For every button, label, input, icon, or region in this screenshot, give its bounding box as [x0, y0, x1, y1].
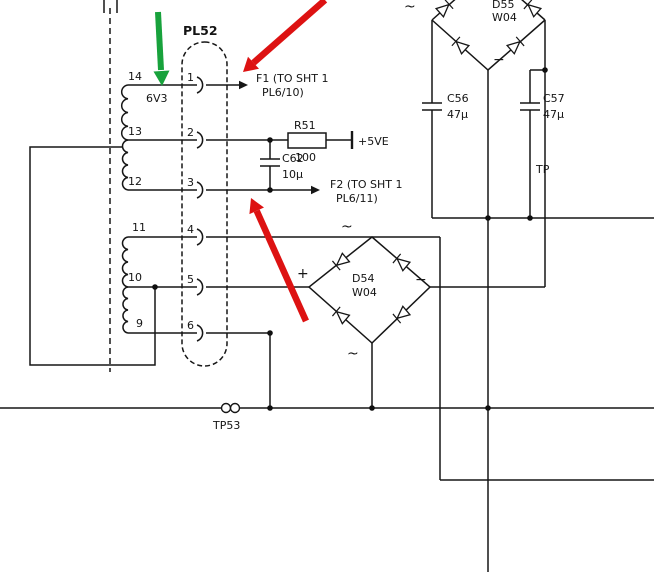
c56-ref-label: C56: [447, 92, 469, 105]
pin-number-5: 5: [187, 273, 194, 286]
red-arrow-annotation-bottom: [249, 198, 309, 323]
green-arrowhead-icon: [153, 70, 170, 86]
green-arrow-annotation: [153, 11, 170, 86]
green-arrow-shaft: [155, 11, 164, 71]
winding-voltage-label: 6V3: [146, 92, 168, 105]
pin-number-6: 6: [187, 319, 194, 332]
junction-dot: [267, 405, 273, 411]
arrowhead-f2-icon: [311, 185, 320, 195]
f1-label-line1: F1 (TO SHT 1: [256, 72, 328, 85]
winding-coil: [122, 286, 129, 334]
f2-label-line2: PL6/11): [336, 192, 378, 205]
tp53-label: TP53: [212, 419, 240, 432]
signal-lines: F1 (TO SHT 1 PL6/10) R51 100 +5VE C62 10…: [206, 72, 440, 408]
junction-dot: [267, 330, 273, 336]
arrowhead-f1-icon: [239, 80, 248, 90]
tap-number-10: 10: [128, 271, 142, 284]
d55-ac-label: ~: [404, 0, 416, 15]
junction-dot: [485, 215, 491, 221]
rail-label: +5VE: [358, 135, 389, 148]
d54-plus-label: +: [297, 266, 309, 282]
d55-lower-edges: [431, 19, 546, 72]
winding-coil: [121, 139, 129, 191]
bridge-rectifier-d54: D54 W04 + − ~ ~: [297, 219, 432, 408]
c57-ref-label: C57: [543, 92, 565, 105]
capacitor-c56: C56 47µ: [422, 20, 469, 218]
tp-partial-label: TP: [535, 163, 550, 176]
d54-minus-label: −: [415, 272, 427, 288]
connector-label: PL52: [183, 23, 218, 38]
pin-symbol-2: [196, 131, 204, 149]
junction-dot: [267, 137, 273, 143]
junction-dot: [369, 405, 375, 411]
tap-number-9: 9: [136, 317, 143, 330]
pin-symbol-4: [196, 228, 204, 246]
d55-minus-label: −: [493, 52, 505, 68]
diode-icon: [331, 252, 351, 271]
red-arrowhead-icon: [243, 56, 259, 72]
pin-symbol-5: [196, 278, 204, 296]
tp53-circle-icon: [229, 402, 241, 414]
junction-dot: [152, 284, 158, 290]
pin-number-2: 2: [187, 126, 194, 139]
junction-dot: [542, 67, 548, 73]
tap-number-12: 12: [128, 175, 142, 188]
d55-type-label: W04: [492, 11, 517, 24]
red-arrowhead-icon: [249, 198, 264, 215]
c62-ref-label: C62: [282, 152, 304, 165]
pin-number-1: 1: [187, 71, 194, 84]
tap-number-14: 14: [128, 70, 142, 83]
junction-dot: [527, 215, 533, 221]
d54-ref-label: D54: [352, 272, 374, 285]
bridge-rectifier-d55: D55 W04 − ~: [404, 0, 546, 72]
connector-outline: [181, 41, 228, 367]
winding-coil: [120, 84, 129, 141]
f2-label-line1: F2 (TO SHT 1: [330, 178, 402, 191]
pin-symbol-1: [196, 76, 204, 94]
r51-value-label: 100: [295, 151, 316, 164]
c57-value-label: 47µ: [543, 108, 564, 121]
junction-dot: [267, 187, 273, 193]
connector-pl52: PL52 1 2 3 4 5 6: [181, 23, 228, 367]
tap-number-13: 13: [128, 125, 142, 138]
d54-ac-bottom-label: ~: [347, 346, 359, 362]
red-arrow-annotation-top: [243, 0, 328, 72]
testpoint-tp53: TP53: [212, 402, 241, 432]
red-arrow-shaft: [251, 0, 328, 66]
d54-ac-top-label: ~: [341, 219, 353, 235]
r51-ref-label: R51: [294, 119, 316, 132]
junction-dots: [152, 67, 548, 411]
c62-value-label: 10µ: [282, 168, 303, 181]
annotations: [153, 0, 328, 323]
pin-symbol-3: [196, 181, 204, 199]
tap-number-11: 11: [132, 221, 146, 234]
f1-label-line2: PL6/10): [262, 86, 304, 99]
rail-wires: TP: [0, 20, 654, 572]
red-arrow-shaft: [253, 209, 309, 323]
pin-number-4: 4: [187, 223, 194, 236]
tp53-circle-icon: [220, 402, 232, 414]
pin-number-3: 3: [187, 176, 194, 189]
pin-symbol-6: [196, 324, 204, 342]
transformer: 14 13 12 11 10 9 6V3: [29, 0, 197, 372]
d55-ref-label: D55: [492, 0, 514, 11]
winding-coil: [121, 236, 129, 288]
capacitor-c57: C57 47µ: [520, 69, 565, 218]
c56-value-label: 47µ: [447, 108, 468, 121]
resistor-r51-symbol: [287, 132, 327, 149]
d54-type-label: W04: [352, 286, 377, 299]
wire-left-return-loop: [29, 146, 156, 366]
junction-dot: [485, 405, 491, 411]
